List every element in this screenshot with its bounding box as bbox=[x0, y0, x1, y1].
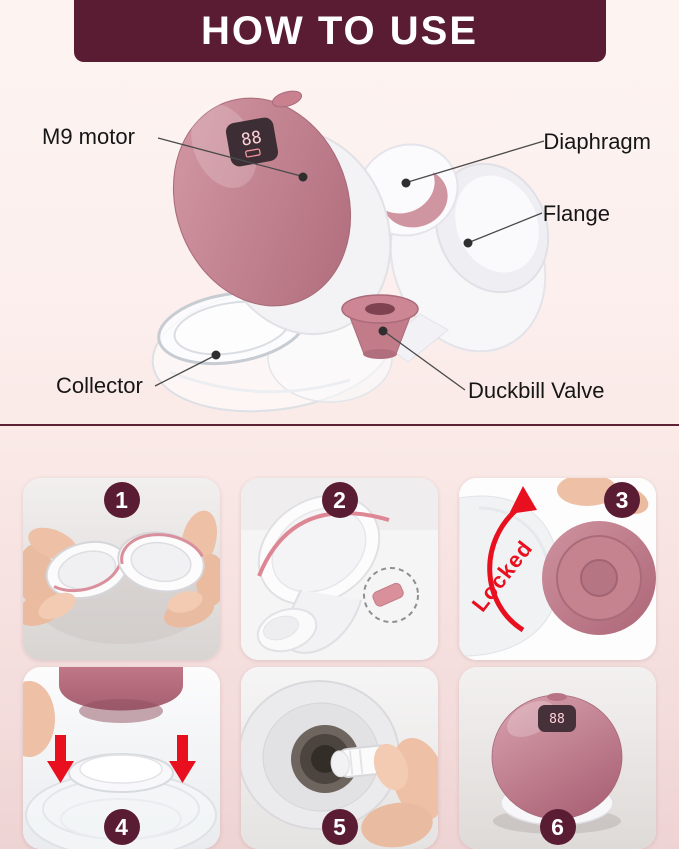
product-diagram: 88 bbox=[0, 62, 679, 424]
steps-grid: 1 2 bbox=[23, 478, 656, 849]
step-5-number-badge: 5 bbox=[321, 809, 358, 845]
step-6-number-badge: 6 bbox=[539, 809, 576, 845]
label-duckbill-valve: Duckbill Valve bbox=[468, 378, 605, 403]
power-button bbox=[547, 693, 567, 701]
step-6-photo: 88 6 bbox=[459, 667, 656, 849]
motor-illustration: 88 bbox=[172, 90, 392, 336]
section-divider bbox=[0, 424, 679, 426]
step-2-photo: 2 bbox=[241, 478, 438, 660]
highlight-dashed-circle bbox=[363, 567, 419, 623]
step-1-number-badge: 1 bbox=[103, 482, 140, 518]
step-4-number-badge: 4 bbox=[103, 809, 140, 845]
device-display: 88 bbox=[538, 705, 576, 732]
product-exploded-view: 88 bbox=[151, 90, 550, 413]
battery-icon bbox=[245, 148, 261, 158]
label-diaphragm: Diaphragm bbox=[543, 129, 651, 154]
header-banner: HOW TO USE bbox=[73, 0, 606, 62]
label-m9-motor: M9 motor bbox=[42, 124, 135, 149]
motor-display: 88 bbox=[225, 117, 279, 167]
leader-lines bbox=[154, 137, 545, 391]
press-down-arrow-icons bbox=[47, 735, 196, 783]
display-digits: 88 bbox=[240, 127, 264, 150]
step-5-illustration bbox=[241, 667, 438, 849]
step-2-number-badge: 2 bbox=[321, 482, 358, 518]
diaphragm-illustration bbox=[357, 143, 459, 237]
valve-connector bbox=[372, 582, 404, 607]
step-6-illustration: 88 bbox=[459, 667, 656, 849]
label-flange: Flange bbox=[542, 201, 610, 226]
leader-dots bbox=[211, 172, 473, 360]
step-4-photo: 4 bbox=[23, 667, 220, 849]
step-1-photo: 1 bbox=[23, 478, 220, 660]
power-button bbox=[271, 90, 303, 108]
lock-direction-arrow-icon bbox=[487, 486, 537, 633]
display-digits: 88 bbox=[549, 712, 565, 727]
collector-ring-right bbox=[117, 531, 205, 593]
step-5-photo: 5 bbox=[241, 667, 438, 849]
step-1-illustration bbox=[23, 478, 220, 660]
silicone-seal-edge bbox=[257, 511, 390, 577]
page-title: HOW TO USE bbox=[200, 8, 479, 53]
step-3-photo: Locked 3 bbox=[459, 478, 656, 660]
label-collector: Collector bbox=[56, 373, 143, 398]
step-3-number-badge: 3 bbox=[604, 482, 640, 518]
